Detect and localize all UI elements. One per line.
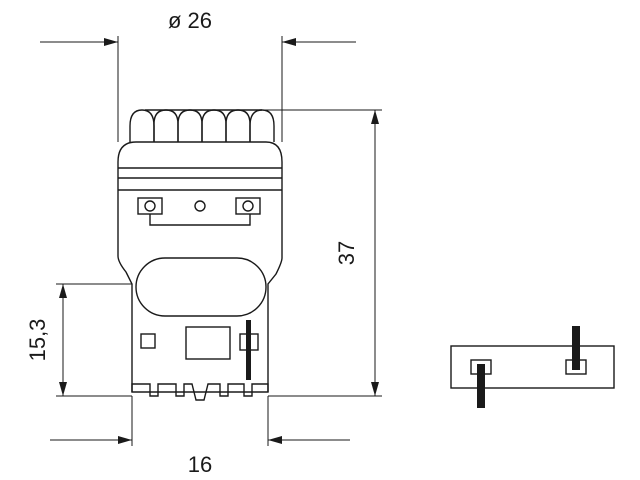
dimension-diameter: ø 26 — [40, 8, 356, 142]
led-6 — [249, 109, 275, 142]
arrow-head-icon — [282, 38, 296, 46]
arrow-head-icon — [59, 382, 67, 396]
dimension-base-height: 15,3 — [25, 283, 132, 397]
bracket-rail — [149, 214, 251, 226]
arrow-head-icon — [118, 436, 132, 444]
led-array — [129, 109, 275, 142]
lamp-front-view — [117, 109, 283, 401]
contact-circle-right — [242, 200, 254, 212]
right-terminal-pin — [572, 326, 580, 370]
base-width-label: 16 — [188, 452, 212, 477]
base-square — [140, 333, 156, 349]
arrow-head-icon — [371, 110, 379, 124]
lamp-bottom-view — [450, 326, 615, 408]
diameter-label: ø 26 — [168, 8, 212, 33]
base-teeth — [131, 383, 269, 401]
base-height-label: 15,3 — [25, 319, 50, 362]
height-label: 37 — [334, 241, 359, 265]
left-terminal-pin — [477, 364, 485, 408]
lamp-body-outline — [117, 141, 283, 393]
arrow-head-icon — [104, 38, 118, 46]
dimension-base-width: 16 — [50, 396, 350, 477]
base-rectangle — [185, 326, 231, 360]
arrow-head-icon — [371, 382, 379, 396]
arrow-head-icon — [59, 284, 67, 298]
dimension-height: 37 — [200, 109, 382, 397]
oval-window — [135, 257, 267, 317]
led-1 — [129, 109, 155, 142]
led-4 — [201, 109, 227, 142]
led-2 — [153, 109, 179, 142]
base-contact-wire — [246, 320, 251, 380]
led-3 — [177, 109, 203, 142]
contact-circle-left — [144, 200, 156, 212]
contact-bracket — [137, 197, 261, 226]
bracket-right-tab — [235, 197, 261, 215]
contact-circle-center — [194, 200, 206, 212]
led-5 — [225, 109, 251, 142]
arrow-head-icon — [268, 436, 282, 444]
base-outline — [450, 345, 615, 389]
